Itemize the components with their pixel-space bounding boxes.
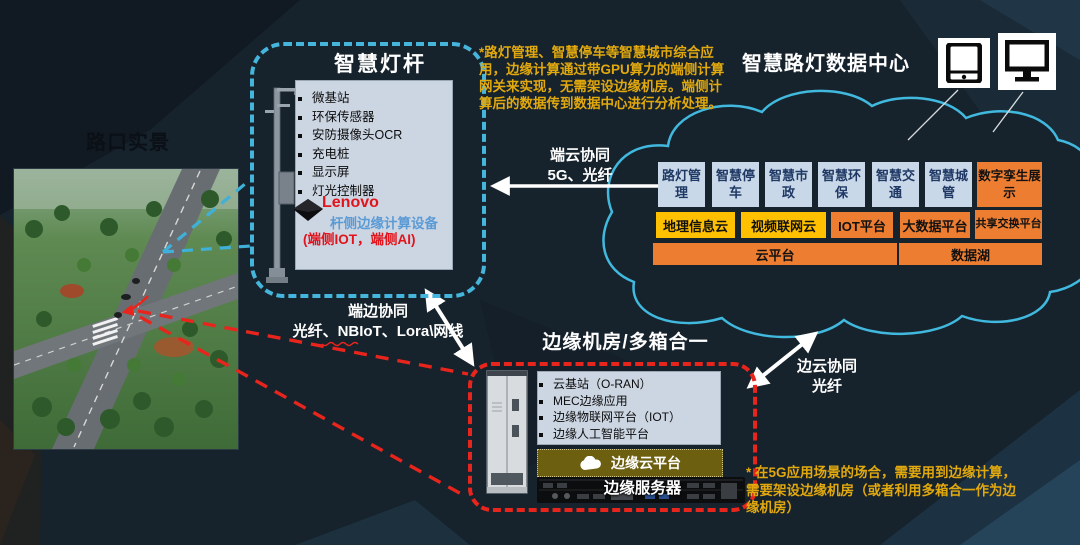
edge-room-frame bbox=[468, 362, 757, 512]
lamp-pole-section-frame bbox=[250, 42, 486, 298]
end-edge-link-title: 端边协同 bbox=[347, 303, 408, 320]
intersection-photo bbox=[13, 168, 239, 450]
app-box-parking: 智慧停车 bbox=[712, 162, 759, 207]
tablet-display-icon bbox=[938, 38, 990, 88]
base-box-datalake: 数据湖 bbox=[899, 243, 1042, 265]
cloud-end-link-sub: 5G、光纤 bbox=[547, 167, 613, 184]
base-box-cloudplatform: 云平台 bbox=[653, 243, 897, 265]
datacenter-title: 智慧路灯数据中心 bbox=[742, 53, 910, 75]
edge-cloud-platform-bar: 边缘云平台 bbox=[537, 449, 723, 477]
cloud-icon bbox=[580, 455, 601, 470]
app-box-traffic: 智慧交通 bbox=[872, 162, 919, 207]
photo-caption: 路口实景 bbox=[86, 132, 170, 154]
edge-room-feature-panel: 云基站（O-RAN） MEC边缘应用 边缘物联网平台（IOT） 边缘人工智能平台 bbox=[537, 371, 721, 445]
edge-device-label: 杆侧边缘计算设备 bbox=[330, 216, 438, 231]
lamp-feature-item: 显示屏 bbox=[312, 163, 449, 182]
edge-cloud-link-label: 边云协同 光纤 bbox=[772, 357, 882, 397]
lenovo-brand-label: Lenovo bbox=[322, 194, 379, 211]
platform-box-video: 视频联网云 bbox=[741, 212, 826, 238]
edge-room-note: * 在5G应用场景的场合，需要用到边缘计算，需要架设边缘机房（或者利用多箱合一作… bbox=[746, 465, 1017, 515]
edge-feature-item: 边缘物联网平台（IOT） bbox=[553, 409, 719, 426]
platform-box-gis: 地理信息云 bbox=[656, 212, 735, 238]
app-box-citymgmt: 智慧城管 bbox=[925, 162, 972, 207]
edge-device-icon bbox=[293, 199, 323, 221]
lamp-feature-item: 充电桩 bbox=[312, 145, 449, 164]
gpu-gateway-note: *路灯管理、智慧停车等智慧城市综合应用，边缘计算通过带GPU算力的端侧计算网关来… bbox=[479, 45, 725, 111]
monitor-display-icon bbox=[998, 33, 1056, 90]
edge-cloud-link-sub: 光纤 bbox=[811, 378, 842, 395]
end-edge-link-label: 端边协同 光纤、NBIoT、Lora\网线 bbox=[278, 302, 478, 342]
lamp-feature-item: 环保传感器 bbox=[312, 108, 449, 127]
lamp-feature-item: 安防摄像头OCR bbox=[312, 126, 449, 145]
cloud-end-link-title: 端云协同 bbox=[549, 147, 610, 164]
app-box-environment: 智慧环保 bbox=[818, 162, 865, 207]
platform-box-iot: IOT平台 bbox=[831, 212, 893, 238]
lamp-feature-list: 微基站 环保传感器 安防摄像头OCR 充电桩 显示屏 灯光控制器 bbox=[295, 80, 453, 200]
app-box-lighting: 路灯管理 bbox=[658, 162, 705, 207]
cloud-end-link-label: 端云协同 5G、光纤 bbox=[505, 146, 655, 186]
lamp-feature-item: 微基站 bbox=[312, 89, 449, 108]
edge-cloud-platform-label: 边缘云平台 bbox=[611, 455, 681, 471]
edge-feature-item: MEC边缘应用 bbox=[553, 393, 719, 410]
edge-room-title: 边缘机房/多箱合一 bbox=[542, 332, 709, 353]
platform-box-bigdata: 大数据平台 bbox=[900, 212, 970, 238]
app-box-municipal: 智慧市政 bbox=[765, 162, 812, 207]
end-edge-link-sub: 光纤、NBIoT、Lora\网线 bbox=[292, 323, 464, 340]
lamp-feature-item: 灯光控制器 bbox=[312, 182, 449, 201]
street-lamp-pole-image bbox=[265, 87, 303, 283]
edge-feature-list: 云基站（O-RAN） MEC边缘应用 边缘物联网平台（IOT） 边缘人工智能平台 bbox=[537, 371, 721, 442]
edge-cloud-link-title: 边云协同 bbox=[796, 358, 857, 375]
lamp-pole-title: 智慧灯杆 bbox=[334, 53, 426, 76]
edge-server-label: 边缘服务器 bbox=[603, 480, 682, 497]
server-cabinet-image bbox=[486, 370, 528, 494]
edge-server-image bbox=[537, 477, 745, 503]
lamp-pole-feature-panel: 微基站 环保传感器 安防摄像头OCR 充电桩 显示屏 灯光控制器 bbox=[295, 80, 453, 270]
edge-device-sublabel: (端侧IOT，端侧AI) bbox=[303, 232, 416, 247]
digital-twin-box: 数字孪生展示 bbox=[977, 162, 1042, 207]
edge-feature-item: 云基站（O-RAN） bbox=[553, 376, 719, 393]
edge-feature-item: 边缘人工智能平台 bbox=[553, 426, 719, 443]
platform-box-exchange: 共享交换平台 bbox=[975, 210, 1042, 239]
